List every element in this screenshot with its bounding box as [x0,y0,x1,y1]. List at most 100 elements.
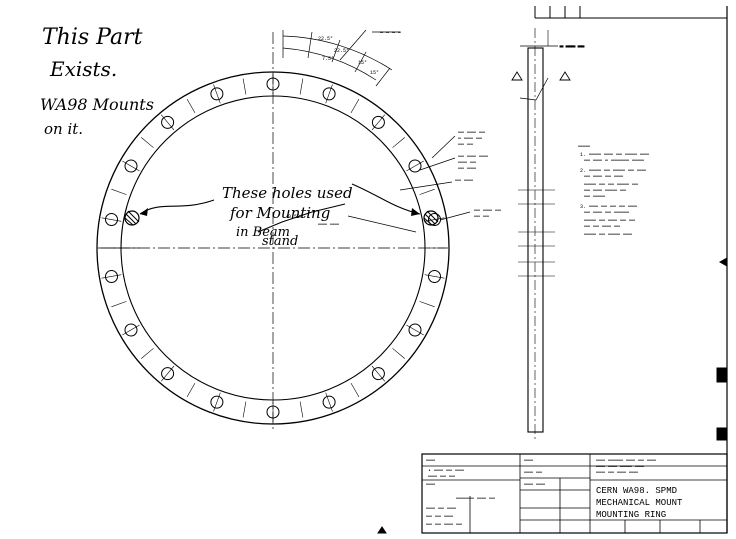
svg-text:══ ══: ══ ══ [473,214,490,220]
ring-tick-mark [299,401,304,418]
bolt-hole [322,395,336,409]
bolt-hole [371,367,385,381]
svg-text:═ ═ ═ ═: ═ ═ ═ ═ [379,30,402,36]
bolt-hole [408,323,422,337]
sheet-border [534,6,728,533]
ring-tick-mark [141,137,154,148]
bolt-hole-centerline [325,392,333,412]
svg-text:═══ ══: ═══ ══ [457,160,477,166]
bolt-hole [161,367,175,381]
svg-text:══ ═══ ══ ═══: ══ ═══ ══ ═══ [583,174,624,180]
bolt-hole-centerline [101,274,122,279]
svg-text:══ ═══ ══ ═════: ══ ═══ ══ ═════ [583,210,630,216]
ring-tick-mark [419,301,435,308]
side-notes: ══ ═══ ══ ═ ═══ ══ ══ ══ ══ ═══ ═══ ═══ … [454,130,502,220]
title-line-3: MOUNTING RING [596,510,666,520]
svg-text:3. ═══ ══ ══ ══ ═══: 3. ═══ ══ ══ ══ ═══ [580,204,638,210]
title-block-texts: ═══ • ═══ ══ ═══ ═══ ══ ══ ═══ ══════ ══… [425,458,683,528]
ring-tick-mark [186,382,196,398]
general-notes: ════ 1. ════ ═══ ══ ════ ═══ ══ ═══ ═ ══… [577,144,650,238]
bolt-hole [322,87,336,101]
datum-symbols: ═ ═══ ══ [511,44,585,81]
svg-text:═══ ═══: ═══ ═══ [317,222,340,228]
callout-arrowheads [140,208,420,216]
bolt-hole-centerline [371,365,386,382]
svg-text:22.5°: 22.5° [334,48,349,54]
svg-text:═ ═══ ══: ═ ═══ ══ [457,136,483,142]
title-line-2: MECHANICAL MOUNT [596,498,683,508]
callout-handwriting: These holes used for Mounting in Beam st… [222,184,353,249]
bolt-hole [408,159,422,173]
bolt-hole-centerline [406,324,424,336]
svg-text:══ ══ ═══ ══: ══ ══ ═══ ══ [425,522,463,528]
bolt-hole-centerline [122,324,140,336]
svg-text:═══ ══: ═══ ══ [523,470,543,476]
bolt-hole [105,213,118,226]
bolt-hole [105,270,118,283]
svg-text:22.5°: 22.5° [318,36,333,42]
bolt-hole-centerline [325,84,333,104]
svg-text:══ ═══ ═══: ══ ═══ ═══ [457,154,489,160]
svg-text:2. ════ ══ ════ ══ ═══: 2. ════ ══ ════ ══ ═══ [580,168,647,174]
svg-text:═══: ═══ [425,458,436,464]
bolt-hole [124,159,138,173]
bolt-hole [124,323,138,337]
note-line-1: This Part [42,25,143,50]
bolt-hole [371,115,385,129]
title-block [421,453,728,534]
bolt-hole-centerline [160,114,175,131]
ring-tick-mark [111,188,127,195]
title-line-1: CERN WA98. SPMD [596,486,677,496]
bolt-hole-centerline [213,392,221,412]
ring-tick-mark [242,78,247,95]
bolt-hole-centerline [160,365,175,382]
svg-text:════ ══ ══ ════ ══: ════ ══ ══ ════ ══ [583,182,639,188]
svg-text:═══ ═════ ═══ ══ ═══: ═══ ═════ ═══ ══ ═══ [595,458,657,464]
svg-text:══ ════: ══ ════ [583,194,606,200]
bolt-hole-centerline [101,217,122,222]
svg-text:15°: 15° [370,70,379,76]
dimension-small-texts: 0.500 ═══ ═══ [288,214,340,228]
svg-text:1. ════ ═══ ══ ════ ═══: 1. ════ ═══ ══ ════ ═══ [580,152,650,158]
datum-triangle-icon [559,71,571,81]
bolt-hole-centerline [424,217,445,222]
svg-text:══ ══ ═══ ══: ══ ══ ═══ ══ [583,224,621,230]
note-line-4: on it. [44,120,83,138]
svg-text:════ ══ ════ ═══: ════ ══ ════ ═══ [583,232,633,238]
svg-text:15°: 15° [358,60,367,66]
section-side-view [518,28,558,440]
bolt-hole [210,87,224,101]
svg-text:═══ ═══: ═══ ═══ [523,482,546,488]
bolt-hole-pattern [101,74,445,422]
ring-tick-mark [350,382,360,398]
svg-text:══ ══: ══ ══ [457,142,474,148]
note-line-3: WA98 Mounts [40,95,154,114]
bolt-hole [210,395,224,409]
bolt-hole [428,213,441,226]
bolt-hole-centerline [122,160,140,172]
svg-text:═══ ══ ══: ═══ ══ ══ [427,474,456,480]
bolt-hole [428,270,441,283]
svg-text:══ ═══ ═ ══════ ════: ══ ═══ ═ ══════ ════ [583,158,645,164]
svg-text:══ ═══ ══: ══ ═══ ══ [457,130,486,136]
ring-tick-mark [186,98,196,114]
ring-tick-mark [111,301,127,308]
bolt-hole-centerline [406,160,424,172]
angle-dimension-texts: 22.5° 22.5° 7.5° 15° 15° ═ ═ ═ ═ [318,30,402,76]
svg-text:══ ═══: ══ ═══ [457,166,477,172]
mounting-holes-hatched [124,210,439,226]
note-line-2: Exists. [49,57,117,81]
bolt-hole-centerline [424,274,445,279]
callout-line-2: for Mounting [229,204,330,222]
svg-text:═══ ══ ═══ ═══: ═══ ══ ═══ ═══ [595,470,639,476]
svg-text:0.500: 0.500 [288,214,303,220]
handwritten-note: This Part Exists. WA98 Mounts on it. [40,25,154,138]
svg-text:══ ═══ ════ ══: ══ ═══ ════ ══ [583,188,627,194]
callout-line-4: stand [262,234,298,249]
ring-tick-mark [419,188,435,195]
svg-text:═══ ══ ═══: ═══ ══ ═══ [425,506,457,512]
bolt-hole-centerline [371,114,386,131]
svg-text:════: ════ [577,144,591,150]
ring-tick-mark [392,348,405,359]
